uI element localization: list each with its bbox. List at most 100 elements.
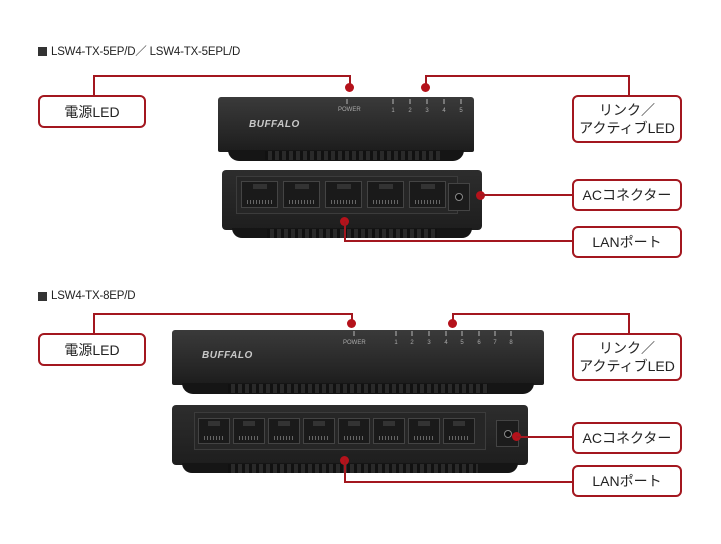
- lan-port: [338, 418, 370, 444]
- callout-label: LANポート: [592, 234, 662, 250]
- link-led: [460, 99, 462, 104]
- vent-slots: [267, 229, 437, 238]
- callout-ac-connector: ACコネクター: [572, 179, 682, 211]
- black-square-icon: [38, 46, 47, 56]
- port-number: 5: [460, 340, 464, 346]
- leader-line: [349, 75, 351, 87]
- callout-label: リンク／: [599, 102, 655, 118]
- leader-line: [344, 221, 346, 241]
- callout-label: ACコネクター: [582, 430, 672, 446]
- callout-lan-port: LANポート: [572, 465, 682, 497]
- callout-label: LANポート: [592, 473, 662, 489]
- section-title-text: LSW4-TX-8EP/D: [51, 290, 136, 302]
- port-number: 7: [493, 340, 497, 346]
- leader-line: [93, 313, 95, 335]
- vent-slots: [228, 464, 478, 473]
- lan-port: [198, 418, 230, 444]
- switch-top-view-5port: BUFFALO POWER 1 2 3 4 5: [218, 97, 474, 152]
- lan-port: [409, 181, 446, 208]
- brand-logo: BUFFALO: [202, 350, 253, 361]
- callout-label: リンク／: [599, 340, 655, 356]
- leader-line: [93, 75, 351, 77]
- leader-line: [452, 313, 454, 323]
- black-square-icon: [38, 291, 47, 301]
- port-number: 2: [408, 108, 412, 114]
- port-number: 2: [410, 340, 414, 346]
- link-led: [445, 331, 447, 336]
- lan-port: [283, 181, 320, 208]
- brand-logo: BUFFALO: [249, 119, 300, 130]
- link-led: [409, 99, 411, 104]
- callout-label: 電源LED: [64, 341, 120, 358]
- callout-link-led: リンク／ アクティブLED: [572, 333, 682, 381]
- port-number: 1: [394, 340, 398, 346]
- lan-port: [367, 181, 404, 208]
- leader-line: [452, 313, 630, 315]
- leader-line: [93, 75, 95, 95]
- power-led: [353, 331, 355, 336]
- leader-line: [516, 436, 574, 438]
- callout-label: 電源LED: [64, 103, 120, 120]
- lan-port: [268, 418, 300, 444]
- leader-line: [480, 194, 574, 196]
- port-number: 1: [391, 108, 395, 114]
- link-led: [478, 331, 480, 336]
- leader-line: [425, 75, 630, 77]
- link-led: [461, 331, 463, 336]
- section-title-5port: LSW4-TX-5EP/D／ LSW4-TX-5EPL/D: [38, 43, 240, 59]
- leader-line: [93, 313, 353, 315]
- callout-power-led: 電源LED: [38, 95, 146, 128]
- link-led-marker: [448, 319, 457, 328]
- link-led: [494, 331, 496, 336]
- leader-line: [351, 313, 353, 323]
- leader-line: [344, 481, 574, 483]
- link-led-marker: [421, 83, 430, 92]
- switch-front-view-5port: [222, 170, 482, 230]
- link-led: [392, 99, 394, 104]
- power-led-marker: [347, 319, 356, 328]
- power-label: POWER: [343, 340, 366, 346]
- lan-port: [303, 418, 335, 444]
- lan-port: [443, 418, 475, 444]
- vent-slots: [265, 151, 440, 160]
- callout-lan-port: LANポート: [572, 226, 682, 258]
- port-number: 5: [459, 108, 463, 114]
- link-led: [443, 99, 445, 104]
- port-number: 4: [442, 108, 446, 114]
- link-led: [510, 331, 512, 336]
- callout-ac-connector: ACコネクター: [572, 422, 682, 454]
- power-led: [346, 99, 348, 104]
- callout-power-led: 電源LED: [38, 333, 146, 366]
- port-number: 8: [509, 340, 513, 346]
- callout-link-led: リンク／ アクティブLED: [572, 95, 682, 143]
- power-label: POWER: [338, 107, 361, 113]
- leader-line: [344, 240, 574, 242]
- port-number: 4: [444, 340, 448, 346]
- lan-port: [233, 418, 265, 444]
- section-title-8port: LSW4-TX-8EP/D: [38, 290, 136, 302]
- port-number: 3: [425, 108, 429, 114]
- switch-top-view-8port: BUFFALO POWER 1 2 3 4 5 6 7 8: [172, 330, 544, 385]
- section-title-text: LSW4-TX-5EP/D／ LSW4-TX-5EPL/D: [51, 46, 241, 58]
- leader-line: [425, 75, 427, 87]
- callout-label: アクティブLED: [579, 120, 675, 136]
- port-number: 3: [427, 340, 431, 346]
- power-led-marker: [345, 83, 354, 92]
- link-led: [426, 99, 428, 104]
- switch-front-view-8port: [172, 405, 528, 465]
- link-led: [428, 331, 430, 336]
- lan-port: [408, 418, 440, 444]
- port-number: 6: [477, 340, 481, 346]
- lan-port: [325, 181, 362, 208]
- leader-line: [628, 75, 630, 95]
- callout-label: ACコネクター: [582, 187, 672, 203]
- lan-port: [373, 418, 405, 444]
- callout-label: アクティブLED: [579, 358, 675, 374]
- link-led: [395, 331, 397, 336]
- link-led: [411, 331, 413, 336]
- leader-line: [344, 460, 346, 482]
- ac-connector-jack: [448, 183, 470, 211]
- leader-line: [628, 313, 630, 335]
- lan-port: [241, 181, 278, 208]
- vent-slots: [228, 384, 488, 393]
